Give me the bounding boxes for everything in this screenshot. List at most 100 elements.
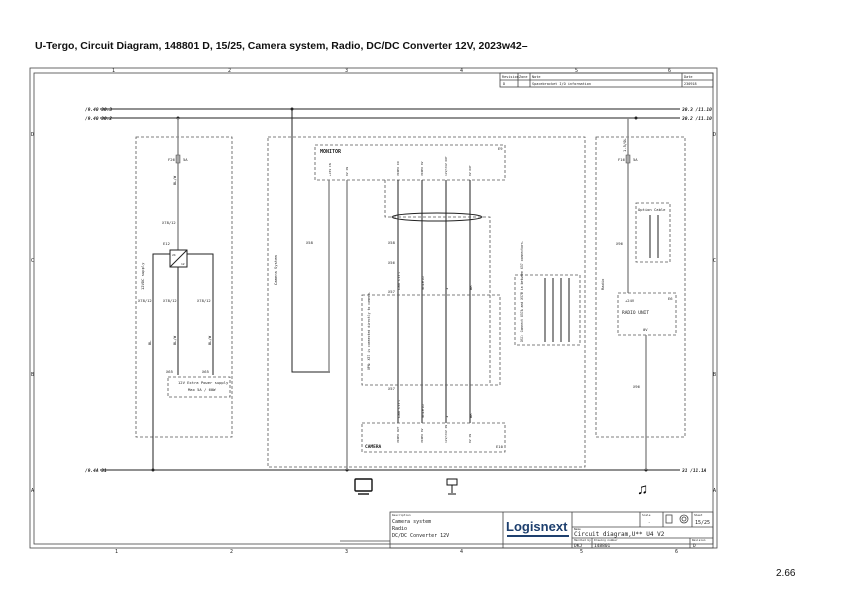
svg-text:5A: 5A <box>633 157 638 162</box>
svg-text:2: 2 <box>230 549 233 555</box>
svg-text:Revision: Revision <box>692 538 706 542</box>
svg-text:X96: X96 <box>633 384 641 389</box>
svg-text:+24V IN: +24V IN <box>328 163 332 176</box>
svg-text:BR: BR <box>468 285 473 290</box>
camera-system-section: Camera System MONITOR E9 +24V IN 0V IN V… <box>267 109 586 470</box>
svg-text:D: D <box>713 132 716 138</box>
svg-text:2: 2 <box>228 68 231 74</box>
svg-text:BL: BL <box>147 340 152 345</box>
svg-text:0V OUT: 0V OUT <box>468 165 472 176</box>
svg-text:4: 4 <box>460 68 463 74</box>
svg-text:BR: BR <box>468 413 473 418</box>
svg-text:+24V: +24V <box>625 298 635 303</box>
dsc-note-box <box>514 274 581 346</box>
svg-text:OPN: X57 is connected directly: OPN: X57 is connected directly to camera… <box>367 291 371 370</box>
svg-text:A: A <box>713 488 716 494</box>
svg-text:0V IN: 0V IN <box>468 434 472 443</box>
document-title: U-Tergo, Circuit Diagram, 148801 D, 15/2… <box>35 40 528 52</box>
svg-text:Option Cable: Option Cable <box>638 207 666 212</box>
option-cable-box <box>635 202 671 263</box>
svg-text:1: 1 <box>444 287 449 290</box>
svg-text:VIDEO IN: VIDEO IN <box>396 161 400 176</box>
svg-text:X65: X65 <box>202 369 209 374</box>
svg-text:F16: F16 <box>618 157 626 162</box>
svg-text:5: 5 <box>580 549 583 555</box>
svg-text:31 /11.1A: 31 /11.1A <box>681 468 707 474</box>
svg-text:/9.40 30.3: /9.40 30.3 <box>85 107 112 113</box>
svg-text:Shield: Shield <box>420 404 425 418</box>
svg-text:BL/W: BL/W <box>172 335 177 345</box>
title-block: Description Camera system Radio DC/DC Co… <box>340 511 714 549</box>
svg-text:30.3 /11.10: 30.3 /11.10 <box>681 107 712 113</box>
svg-text:A: A <box>31 488 34 494</box>
monitor-box <box>314 144 506 181</box>
extra-power-supply-box <box>167 376 231 398</box>
svg-text:Sheet: Sheet <box>694 513 703 517</box>
svg-text:3: 3 <box>345 549 348 555</box>
svg-text:X56: X56 <box>388 260 396 265</box>
page-number: 2.66 <box>776 568 796 579</box>
svg-text:Shield: Shield <box>420 276 425 290</box>
svg-text:X78/12: X78/12 <box>162 220 176 225</box>
svg-text:D: D <box>503 82 505 86</box>
svg-text:6: 6 <box>675 549 678 555</box>
svg-text:MONITOR: MONITOR <box>320 149 342 155</box>
svg-text:E9: E9 <box>498 146 503 151</box>
svg-text:230918: 230918 <box>684 82 697 86</box>
svg-text:Handled by: Handled by <box>574 538 591 542</box>
svg-text:12V Extra Power supply: 12V Extra Power supply <box>178 380 229 385</box>
svg-text:Zone: Zone <box>519 75 527 79</box>
svg-text:VIDEO 0V: VIDEO 0V <box>420 161 424 176</box>
svg-text:1.5/OL: 1.5/OL <box>622 138 627 152</box>
svg-text:E10: E10 <box>496 444 504 449</box>
svg-text:Camera system: Camera system <box>392 519 431 525</box>
svg-text:X78/12: X78/12 <box>197 298 211 303</box>
svg-text:F26: F26 <box>168 157 176 162</box>
svg-text:1: 1 <box>444 415 449 418</box>
camera-icon <box>446 478 458 495</box>
svg-text:X57: X57 <box>388 289 395 294</box>
svg-text:X78/12: X78/12 <box>138 298 152 303</box>
svg-text:DC/DC Converter 12V: DC/DC Converter 12V <box>392 533 449 539</box>
svg-text:CAMERA: CAMERA <box>365 444 382 450</box>
svg-text:5A: 5A <box>183 157 188 162</box>
svg-text:-: - <box>648 520 650 525</box>
svg-text:Description: Description <box>392 513 411 517</box>
svg-text:Name: Name <box>574 527 581 531</box>
svg-text:X58: X58 <box>306 240 314 245</box>
svg-text:C: C <box>31 258 34 264</box>
svg-text:VIDEO 0V: VIDEO 0V <box>420 428 424 443</box>
svg-text:C: C <box>713 258 716 264</box>
svg-text:X96: X96 <box>616 241 624 246</box>
svg-text:12: 12 <box>181 262 185 266</box>
svg-text:24: 24 <box>172 253 176 257</box>
svg-text:/9.4A 31: /9.4A 31 <box>85 468 107 474</box>
svg-text:0V IN: 0V IN <box>345 167 349 176</box>
svg-text:Cam ctrl: Cam ctrl <box>396 272 401 290</box>
projection-symbol-icon <box>665 514 689 524</box>
svg-text:6: 6 <box>668 68 671 74</box>
music-note-icon: ♫ <box>637 481 648 498</box>
svg-text:E12: E12 <box>163 241 170 246</box>
svg-text:12V/24V OUT: 12V/24V OUT <box>444 156 448 176</box>
svg-text:DKJ: DKJ <box>574 543 582 549</box>
fuse-icon <box>625 154 631 164</box>
svg-text:5: 5 <box>575 68 578 74</box>
svg-text:E6: E6 <box>668 296 673 301</box>
svg-text:Revision: Revision <box>502 75 519 79</box>
svg-text:RADIO UNIT: RADIO UNIT <box>622 310 649 316</box>
svg-text:VIDEO OUT: VIDEO OUT <box>396 427 400 443</box>
shielded-cable-icon <box>391 212 483 222</box>
svg-text:DSC: Connect X57A and X57B in: DSC: Connect X57A and X57B in between X5… <box>520 240 524 342</box>
svg-text:BL/W: BL/W <box>207 335 212 345</box>
svg-text:0V: 0V <box>643 327 648 332</box>
svg-text:148801: 148801 <box>594 543 611 549</box>
monitor-icon <box>354 478 373 495</box>
fuse-icon <box>175 154 181 164</box>
camera-box <box>361 422 506 453</box>
svg-text:Scale: Scale <box>642 513 651 517</box>
